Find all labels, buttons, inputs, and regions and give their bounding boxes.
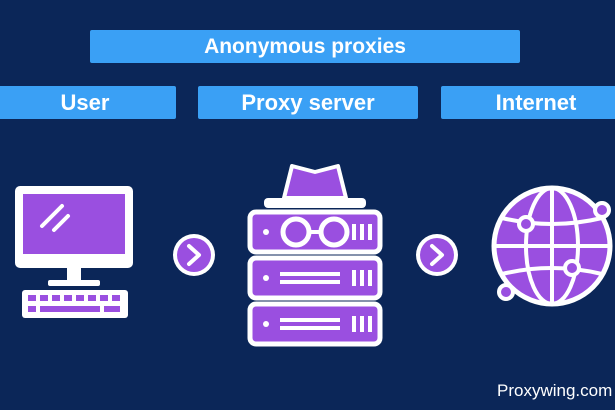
computer-icon xyxy=(15,186,133,318)
node-label-internet: Internet xyxy=(441,86,615,119)
arrow-right-icon xyxy=(173,234,215,276)
node-label-user: User xyxy=(0,86,176,119)
globe-icon xyxy=(491,185,613,307)
diagram-title: Anonymous proxies xyxy=(90,30,520,63)
arrow-right-icon xyxy=(416,234,458,276)
server-with-spy-icon xyxy=(247,164,383,347)
node-label-proxy-server: Proxy server xyxy=(198,86,418,119)
watermark: Proxywing.com xyxy=(497,381,613,400)
